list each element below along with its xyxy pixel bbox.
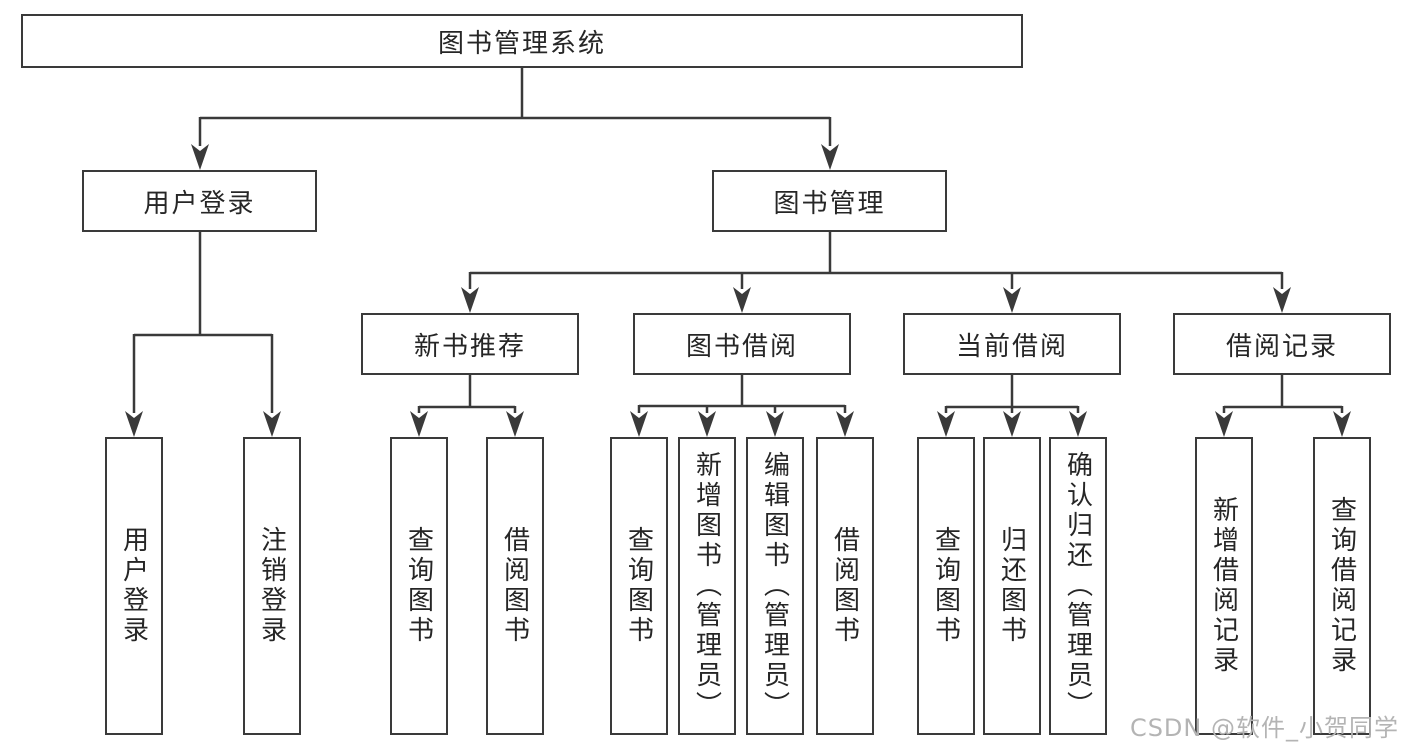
csdn-watermark: CSDN @软件_小贺同学 (1129, 714, 1399, 742)
arrowhead-icons (125, 144, 1351, 437)
leaf-confirm-return-admin: 确认归还（管理员） (1049, 437, 1107, 735)
leaf-add-borrow-record: 新增借阅记录 (1195, 437, 1253, 735)
node-book-borrowing: 图书借阅 (633, 313, 851, 375)
node-new-book-recommendation: 新书推荐 (361, 313, 579, 375)
node-borrowing-records: 借阅记录 (1173, 313, 1391, 375)
leaf-query-books-current: 查询图书 (917, 437, 975, 735)
leaf-borrow-books-recommend: 借阅图书 (486, 437, 544, 735)
leaf-add-books-admin: 新增图书（管理员） (678, 437, 736, 735)
leaf-query-books-borrow: 查询图书 (610, 437, 668, 735)
node-user-login: 用户登录 (82, 170, 317, 232)
leaf-query-books-recommend: 查询图书 (390, 437, 448, 735)
connector-edges (132, 68, 1344, 413)
leaf-borrow-books: 借阅图书 (816, 437, 874, 735)
leaf-query-borrow-record: 查询借阅记录 (1313, 437, 1371, 735)
node-current-borrowing: 当前借阅 (903, 313, 1121, 375)
leaf-edit-books-admin: 编辑图书（管理员） (746, 437, 804, 735)
node-book-management: 图书管理 (712, 170, 947, 232)
leaf-return-books: 归还图书 (983, 437, 1041, 735)
root-node-library-system: 图书管理系统 (21, 14, 1023, 68)
leaf-user-login: 用户登录 (105, 437, 163, 735)
leaf-logout: 注销登录 (243, 437, 301, 735)
